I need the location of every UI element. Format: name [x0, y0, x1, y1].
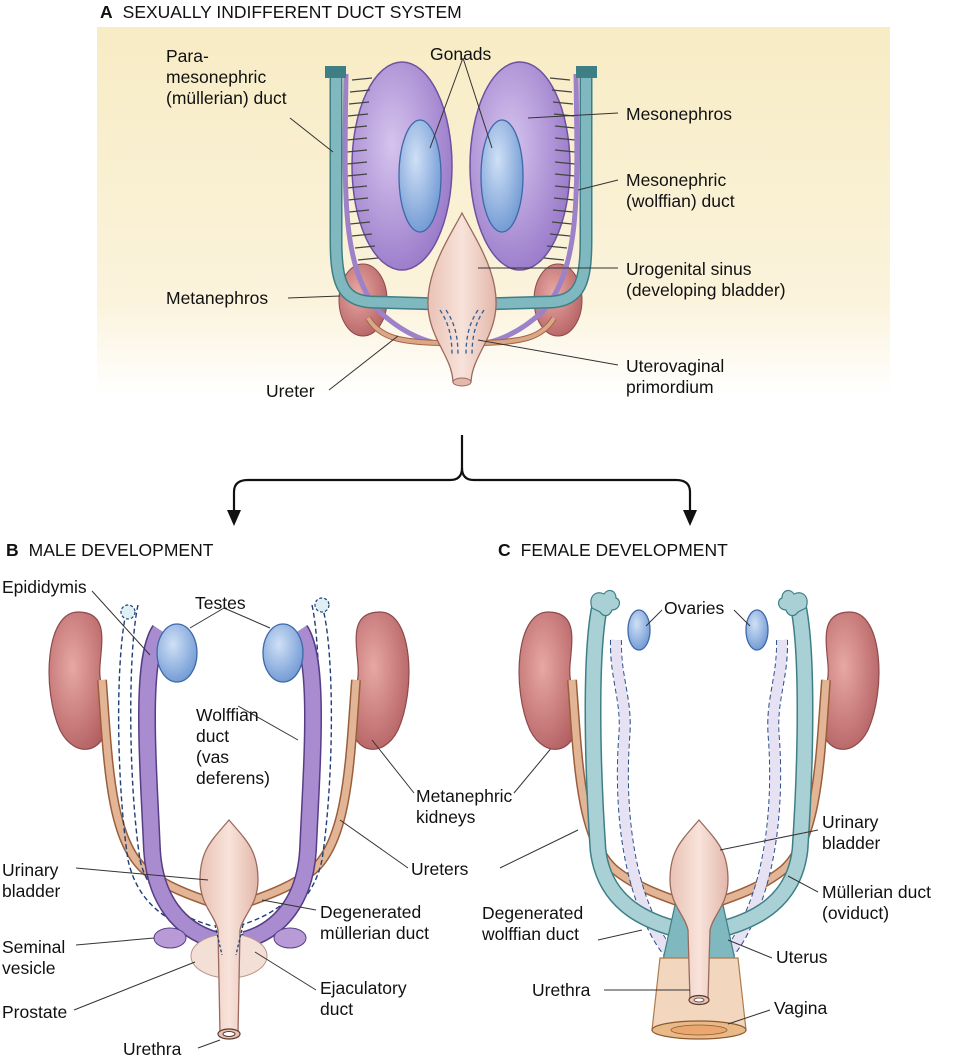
mullerian-remnant-left: [120, 604, 136, 620]
male-wolffian-duct-right: [242, 625, 321, 948]
gonad-left: [398, 119, 442, 233]
panel-c-heading: C FEMALE DEVELOPMENT: [498, 540, 728, 561]
label-degenerated-wolffian-duct: Degenerated wolffian duct: [482, 903, 584, 944]
seminal-vesicle-left: [153, 927, 187, 949]
panel-c-title: FEMALE DEVELOPMENT: [520, 540, 728, 560]
panel-b-heading: B MALE DEVELOPMENT: [6, 540, 213, 561]
label-testes: Testes: [195, 593, 246, 613]
label-wolffian-duct: Wolffian duct (vas deferens): [196, 705, 270, 788]
testis-left: [156, 623, 198, 683]
label-prostate: Prostate: [2, 1002, 68, 1022]
label-mesonephric-duct: Mesonephric (wolffian) duct: [626, 170, 735, 211]
label-vagina: Vagina: [774, 998, 828, 1018]
male-bladder-urethra: [199, 818, 259, 1035]
label-degenerated-mullerian-duct: Degenerated müllerian duct: [320, 902, 429, 943]
panel-c-leaders: [597, 609, 819, 1025]
label-metanephros: Metanephros: [166, 288, 269, 308]
female-urethra-lumen: [693, 997, 705, 1003]
label-female-urinary-bladder: Urinary bladder: [822, 812, 881, 853]
testis-right: [262, 623, 304, 683]
panel-a-heading: A SEXUALLY INDIFFERENT DUCT SYSTEM: [100, 2, 462, 23]
panel-a: [97, 27, 890, 395]
label-female-urethra: Urethra: [532, 980, 591, 1000]
branch-arrows: [232, 435, 692, 514]
label-metanephric-kidneys: Metanephric kidneys: [416, 786, 513, 827]
panel-a-title: SEXUALLY INDIFFERENT DUCT SYSTEM: [122, 2, 462, 22]
male-ureter-left: [98, 679, 217, 908]
label-seminal-vesicle: Seminal vesicle: [2, 937, 66, 978]
ovary-right: [745, 609, 769, 651]
mullerian-remnant-right: [314, 597, 330, 613]
vagina-inner: [670, 1024, 728, 1036]
panel-a-leaders: [287, 57, 619, 391]
label-paramesonephric-duct: Para- mesonephric (müllerian) duct: [166, 46, 287, 108]
label-mesonephros: Mesonephros: [626, 104, 733, 124]
fimbriae-right: [777, 589, 808, 617]
gonad-right: [480, 119, 524, 233]
label-ovaries: Ovaries: [664, 598, 725, 618]
panel-a-letter: A: [100, 2, 113, 22]
label-ejaculatory-duct: Ejaculatory duct: [320, 978, 407, 1019]
panel-c-letter: C: [498, 540, 511, 560]
mesonephric-tubules: [346, 77, 576, 261]
seminal-vesicle-right: [273, 927, 307, 949]
ovary-left: [627, 609, 651, 651]
label-ureter: Ureter: [266, 381, 315, 401]
label-epididymis: Epididymis: [2, 577, 87, 597]
shared-leaders: [339, 739, 579, 869]
panel-b-leaders: [73, 590, 317, 1049]
panel-b-title: MALE DEVELOPMENT: [28, 540, 214, 560]
label-uterovaginal-primordium: Uterovaginal primordium: [626, 356, 725, 397]
label-male-urethra: Urethra: [123, 1039, 182, 1059]
label-ureters: Ureters: [411, 859, 469, 879]
uterovaginal-primordium: [439, 309, 485, 356]
label-uterus: Uterus: [776, 947, 828, 967]
arrow-head-male: [227, 510, 241, 526]
oviduct-right: [716, 603, 812, 937]
mullerian-duct-right: [481, 70, 591, 309]
ureter-left-fill: [366, 316, 441, 345]
arrow-head-female: [683, 510, 697, 526]
label-urogenital-sinus: Urogenital sinus (developing bladder): [626, 259, 786, 300]
panel-c: [518, 589, 880, 1040]
urogenital-sinus-opening: [452, 377, 472, 387]
label-male-urinary-bladder: Urinary bladder: [2, 860, 61, 901]
panel-b-letter: B: [6, 540, 19, 560]
panel-b: [48, 590, 410, 1049]
label-gonads: Gonads: [430, 44, 492, 64]
male-urethra-lumen: [222, 1031, 236, 1037]
male-wolffian-duct-left: [139, 625, 218, 948]
male-ureter-right: [241, 679, 360, 908]
label-mullerian-duct: Müllerian duct (oviduct): [822, 882, 931, 923]
oviduct-left: [586, 603, 682, 937]
fimbriae-left: [590, 589, 621, 617]
mullerian-duct-right-top: [576, 66, 597, 78]
ejaculatory-ducts: [214, 924, 244, 956]
mullerian-duct-left: [331, 70, 441, 309]
mullerian-duct-left-top: [325, 66, 346, 78]
